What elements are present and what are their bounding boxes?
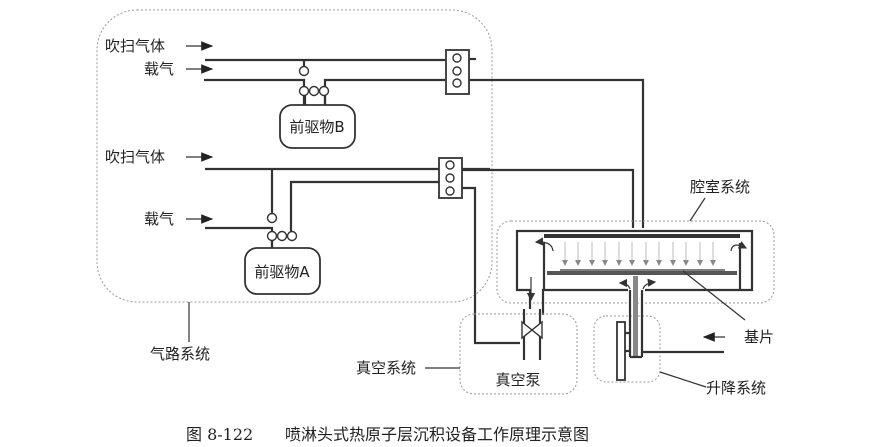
chamber-system-leader bbox=[689, 197, 706, 222]
valve-icon bbox=[266, 212, 278, 224]
figure-title: 喷淋头式热原子层沉积设备工作原理示意图 bbox=[285, 425, 589, 444]
substrate-label: 基片 bbox=[744, 328, 774, 346]
gas-system-boundary bbox=[96, 9, 493, 303]
precursor-a-label: 前驱物A bbox=[254, 263, 310, 281]
valve-icon bbox=[276, 230, 288, 242]
gas-system-label: 气路系统 bbox=[150, 345, 210, 363]
precursor-b-label: 前驱物B bbox=[289, 118, 344, 136]
gas-flow-arrows bbox=[526, 237, 748, 302]
chamber-system-boundary bbox=[496, 220, 775, 304]
precursor-a-out-pipe bbox=[289, 180, 440, 240]
valve-icon bbox=[452, 78, 462, 88]
precursor-a-container: 前驱物A bbox=[244, 247, 321, 295]
valve-icon bbox=[452, 53, 462, 63]
precursor-b-out-pipe bbox=[323, 78, 445, 107]
reaction-chamber bbox=[515, 229, 754, 315]
substrate-stage bbox=[547, 271, 737, 275]
purge-gas-inlet-top: 吹扫气体 bbox=[105, 37, 214, 55]
valve-icon bbox=[308, 85, 320, 97]
valve-icon bbox=[318, 85, 330, 97]
vacuum-system-label: 真空系统 bbox=[356, 359, 416, 377]
valve-icon bbox=[452, 66, 462, 76]
valve-icon bbox=[445, 160, 455, 170]
purge-exhaust-pipe bbox=[462, 186, 520, 345]
lift-mechanism bbox=[616, 276, 724, 381]
valve-manifold-bottom bbox=[438, 157, 463, 199]
valve-icon bbox=[445, 173, 455, 183]
purge-gas-label-top: 吹扫气体 bbox=[105, 37, 165, 55]
chamber-system-label: 腔室系统 bbox=[690, 178, 750, 196]
valve-manifold-top bbox=[445, 49, 476, 95]
figure-number: 图 8-122 bbox=[186, 425, 253, 444]
carrier-gas-inlet-top: 载气 bbox=[144, 60, 214, 78]
feed-pipe-b bbox=[469, 78, 645, 228]
substrate-leader bbox=[682, 270, 746, 321]
gate-valve-icon bbox=[521, 320, 543, 340]
carrier-gas-inlet-bottom: 载气 bbox=[144, 210, 214, 228]
valve-icon bbox=[286, 230, 298, 242]
purge-gas-label-bottom: 吹扫气体 bbox=[105, 148, 165, 166]
valve-icon bbox=[298, 85, 310, 97]
valve-icon bbox=[266, 230, 278, 242]
carrier-gas-label-top: 载气 bbox=[144, 60, 174, 78]
carrier-pipe-bottom bbox=[205, 226, 274, 248]
lift-system-boundary bbox=[593, 315, 661, 383]
lift-rail bbox=[616, 321, 626, 381]
vacuum-pump-label: 真空泵 bbox=[495, 371, 540, 389]
lift-system-leader bbox=[659, 371, 707, 388]
showerhead bbox=[544, 234, 740, 238]
vacuum-system-boundary bbox=[459, 313, 578, 395]
lift-system-label: 升降系统 bbox=[706, 379, 766, 397]
valve-icon bbox=[445, 186, 455, 196]
carrier-pipe-top bbox=[204, 78, 306, 107]
carrier-gas-label-bottom: 载气 bbox=[144, 210, 174, 228]
feed-pipe-a bbox=[462, 168, 635, 228]
purge-gas-inlet-bottom: 吹扫气体 bbox=[105, 148, 214, 166]
precursor-b-container: 前驱物B bbox=[279, 104, 356, 149]
valve-icon bbox=[298, 65, 310, 77]
vacuum-line bbox=[521, 309, 543, 360]
